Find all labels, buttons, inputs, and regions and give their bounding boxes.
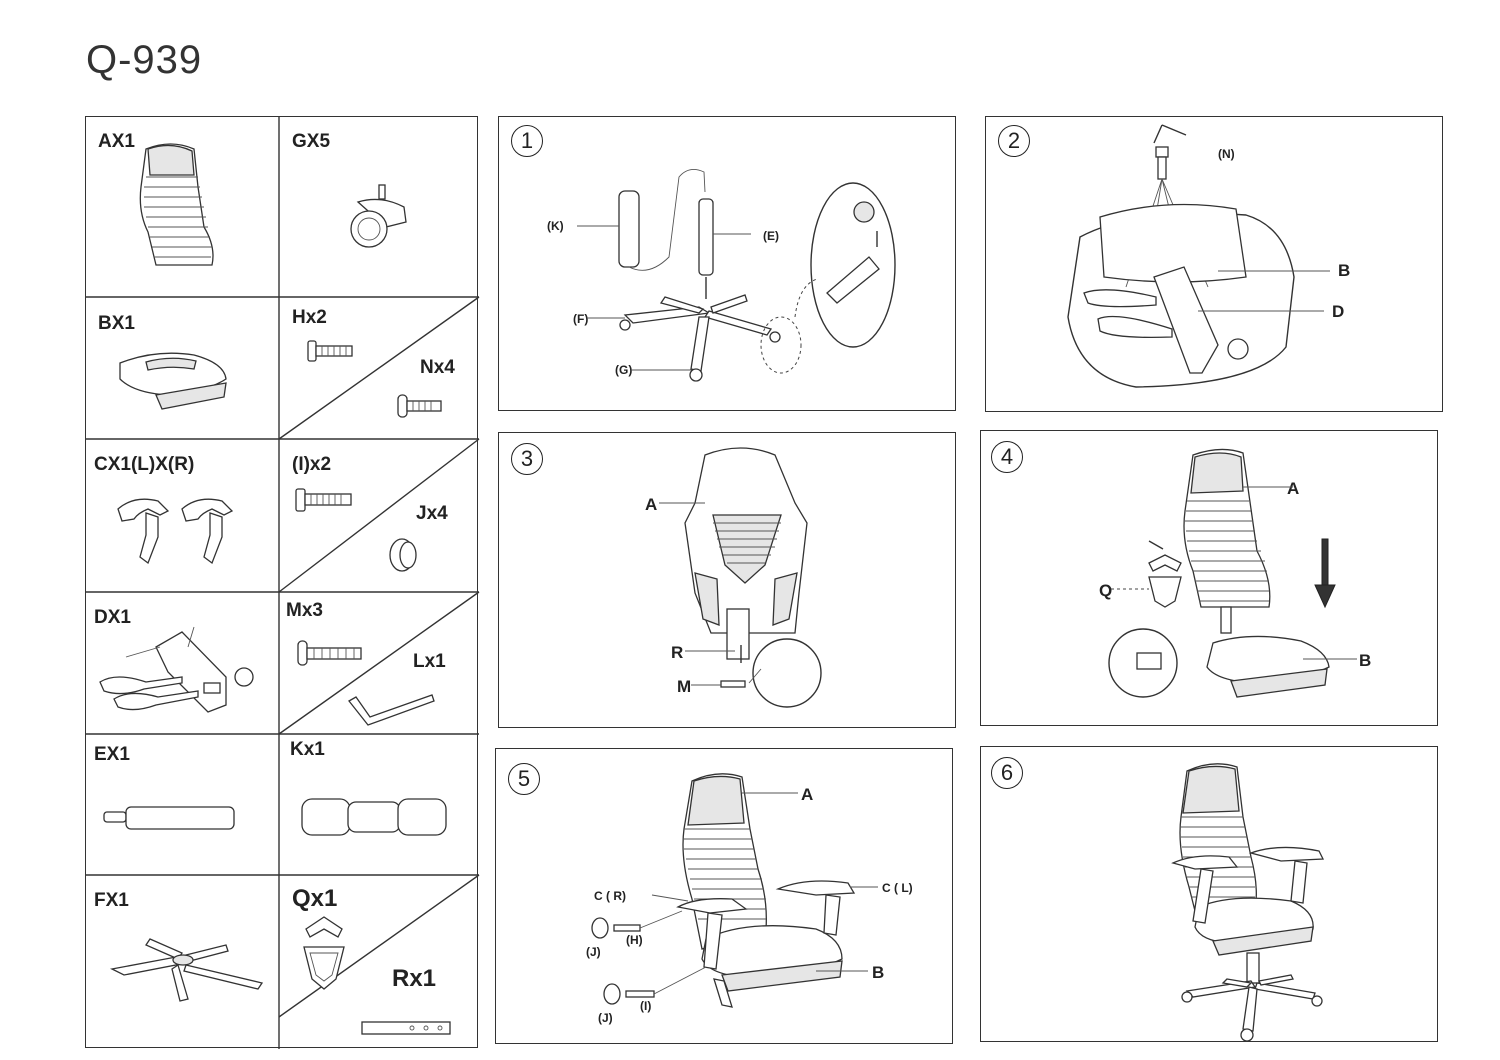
step-4-panel: 4 A Q B [980, 430, 1438, 726]
cylinder-cover-drawing [301, 798, 447, 836]
step-1-label-k: (K) [547, 219, 564, 233]
step-1-label-g: (G) [615, 363, 633, 377]
cover-q-plate-r-drawing [303, 916, 451, 1035]
step-2-drawing [1067, 124, 1330, 388]
step-5-label-b: B [872, 963, 885, 982]
chair-base-drawing [109, 938, 264, 1002]
parts-grid-lines [86, 117, 480, 1049]
backrest-drawing [139, 143, 214, 266]
step-5-panel: 5 A C ( R) C ( L) (H) (J) B (J) (I) [495, 748, 953, 1044]
step-2-number: 2 [998, 125, 1030, 157]
part-d-label: DX1 [94, 607, 131, 628]
part-j-label: Jx4 [416, 503, 448, 524]
part-c-label: CX1(L)X(R) [94, 454, 195, 475]
step-5-label-j-bottom: (J) [598, 1011, 613, 1025]
page-title: Q-939 [86, 38, 203, 82]
step-5-label-a: A [801, 785, 814, 804]
part-i-label: (I)x2 [292, 454, 332, 475]
step-5-label-h: (H) [626, 933, 643, 947]
step-5-label-j-top: (J) [586, 945, 601, 959]
part-f-label: FX1 [94, 890, 129, 911]
part-k-label: Kx1 [290, 739, 325, 760]
screws-i-caps-j-drawing [295, 488, 417, 572]
step-6-assembled-chair-drawing [1171, 763, 1325, 1042]
gas-cylinder-drawing [103, 806, 235, 830]
part-h-label: Hx2 [292, 307, 327, 328]
part-g-label: GX5 [292, 131, 331, 152]
part-e-label: EX1 [94, 744, 130, 765]
step-4-label-a: A [1287, 479, 1300, 498]
step-4-number: 4 [991, 441, 1023, 473]
step-5-label-i: (I) [640, 999, 652, 1013]
part-l-label: Lx1 [413, 651, 446, 672]
step-2-label-b: B [1338, 261, 1351, 280]
seat-drawing [119, 352, 227, 410]
parts-list-panel: AX1 GX5 BX1 Hx2 Nx4 CX1(L)X(R) (I)x2 [85, 116, 480, 1049]
screw-m-wrench-l-drawing [297, 640, 435, 726]
part-r-label: Rx1 [392, 965, 437, 992]
part-n-label: Nx4 [420, 357, 455, 378]
mechanism-drawing [99, 626, 254, 713]
step-5-number: 5 [508, 763, 540, 795]
step-3-label-m: M [677, 677, 692, 696]
step-3-drawing [659, 447, 822, 708]
step-4-label-b: B [1359, 651, 1372, 670]
step-1-label-f: (F) [573, 312, 589, 326]
step-6-number: 6 [991, 757, 1023, 789]
step-3-label-r: R [671, 643, 684, 662]
step-3-label-a: A [645, 495, 658, 514]
step-5-label-cl: C ( L) [882, 881, 913, 895]
step-1-label-e: (E) [763, 229, 779, 243]
step-1-drawing [577, 168, 896, 382]
step-4-label-q: Q [1099, 581, 1113, 600]
part-m-label: Mx3 [286, 600, 323, 621]
part-b-label: BX1 [98, 313, 135, 334]
step-5-label-cr: C ( R) [594, 889, 626, 903]
caster-drawing [350, 184, 407, 248]
screws-h-n-drawing [307, 340, 442, 418]
step-4-drawing [1108, 448, 1357, 698]
part-q-label: Qx1 [292, 885, 338, 912]
step-3-panel: 3 A R M [498, 432, 956, 728]
step-3-number: 3 [511, 443, 543, 475]
step-1-number: 1 [511, 125, 543, 157]
step-6-panel: 6 [980, 746, 1438, 1042]
step-5-drawing [591, 773, 878, 1008]
step-2-panel: 2 (N) B D [985, 116, 1443, 412]
part-a-label: AX1 [98, 131, 135, 152]
step-1-panel: 1 (K) (E) (F) (G) [498, 116, 956, 411]
step-2-label-n: (N) [1218, 147, 1235, 161]
step-2-label-d: D [1332, 302, 1345, 321]
armrests-drawing [117, 498, 234, 565]
